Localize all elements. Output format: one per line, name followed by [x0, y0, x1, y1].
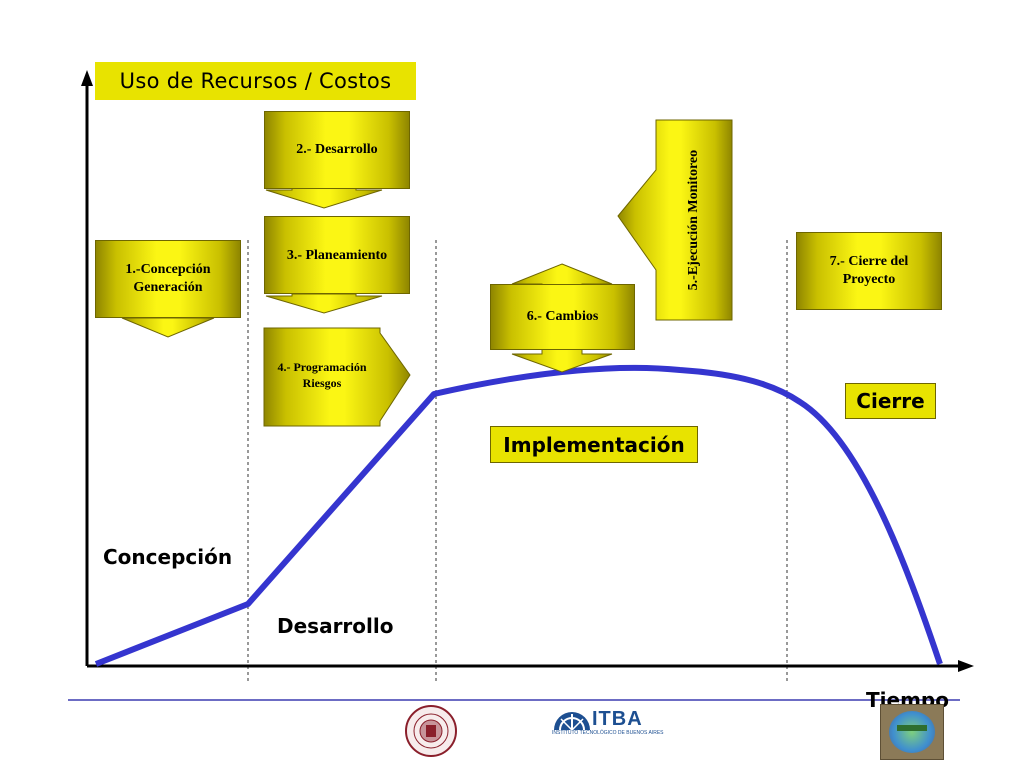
- x-axis-arrowhead: [958, 660, 974, 672]
- resource-curve: [94, 364, 943, 667]
- project-badge-logo: [880, 704, 944, 760]
- left-arrow-5: [617, 119, 733, 321]
- down-arrow-3: [265, 293, 383, 314]
- down-arrow-1: [121, 317, 215, 338]
- itba-logo: ITBA INSTITUTO TECNOLÓGICO DE BUENOS AIR…: [552, 708, 664, 736]
- phase-label-implementacion: Implementación: [490, 426, 698, 463]
- box-7-cierre: 7.- Cierre del Proyecto: [796, 232, 942, 310]
- box-6-cambios: 6.- Cambios: [490, 284, 635, 350]
- itba-logo-emblem-icon: [554, 712, 590, 730]
- y-axis-label: Uso de Recursos / Costos: [95, 62, 416, 100]
- box-2-desarrollo: 2.- Desarrollo: [264, 111, 410, 189]
- phase-label-concepcion: Concepción: [103, 545, 233, 569]
- box-5-ejecucion: 5.-Ejecución Monitoreo: [685, 149, 701, 291]
- box-1-concepcion: 1.-Concepción Generación: [95, 240, 241, 318]
- phase-label-cierre: Cierre: [845, 383, 936, 419]
- university-seal-logo: [405, 705, 457, 757]
- y-axis-arrowhead: [81, 70, 93, 86]
- phase-label-desarrollo: Desarrollo: [277, 614, 394, 638]
- right-arrow-4: [263, 327, 411, 427]
- box-4-programacion: 4.- Programación Riesgos: [277, 360, 367, 390]
- badge-inner: [889, 711, 935, 753]
- down-arrow-2: [265, 187, 383, 209]
- badge-band: [897, 725, 927, 731]
- box-3-planeamiento: 3.- Planeamiento: [264, 216, 410, 294]
